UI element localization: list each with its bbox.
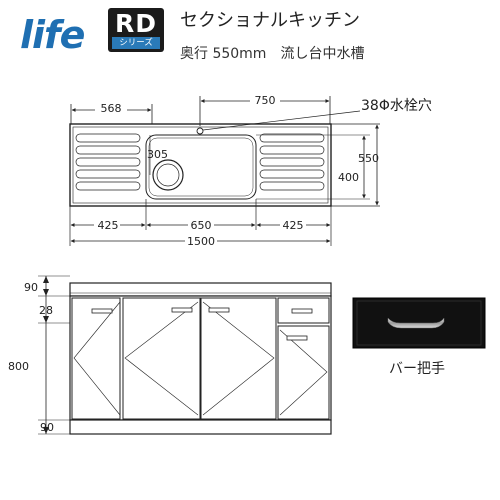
dim-label-425-right: 425 [283,219,304,232]
bar-handles [91,307,313,341]
handle-detail [352,297,486,349]
dim-label-425-left: 425 [98,219,119,232]
dim-label-568: 568 [101,102,122,115]
dim-label-base-90: 90 [40,421,54,434]
faucet-hole-icon [196,127,204,135]
door-left [71,297,121,420]
series-badge: RD シリーズ [108,8,164,52]
faucet-hole-label: 38Φ水栓穴 [361,98,432,114]
drain-icon [152,159,184,191]
dim-label-305: 305 [147,148,168,161]
front-view [38,275,332,435]
countertop-outline [69,123,332,207]
dim-label-1500: 1500 [187,235,215,248]
series-badge-label: RD [114,9,157,38]
bar-handle-icon [387,317,445,329]
sink-bowl [145,134,257,200]
handle-caption: バー把手 [389,361,445,377]
drawer-front [277,297,330,324]
door-center-left [122,297,201,420]
dim-label-800: 800 [8,360,29,373]
right-drainboard [259,133,325,191]
life-logo: life [20,13,86,54]
dim-label-400: 400 [338,171,359,184]
product-title: セクショナルキッチン [180,10,360,31]
front-countertop [69,282,332,297]
cabinet-base [69,419,332,435]
dim-label-550: 550 [358,152,379,165]
svg-text:life: life [20,13,85,54]
series-caption: シリーズ [112,37,160,49]
dim-label-top-90: 90 [24,281,38,294]
product-subtitle: 奥行 550mm 流し台中水槽 [180,43,364,63]
sink-type: 流し台中水槽 [280,46,365,62]
dim-label-28: 28 [39,304,53,317]
door-right [277,325,330,420]
dim-label-750: 750 [255,94,276,107]
door-center-right [200,297,277,420]
depth-spec: 奥行 550mm [180,46,267,62]
left-drainboard [75,133,141,191]
dim-label-650: 650 [191,219,212,232]
